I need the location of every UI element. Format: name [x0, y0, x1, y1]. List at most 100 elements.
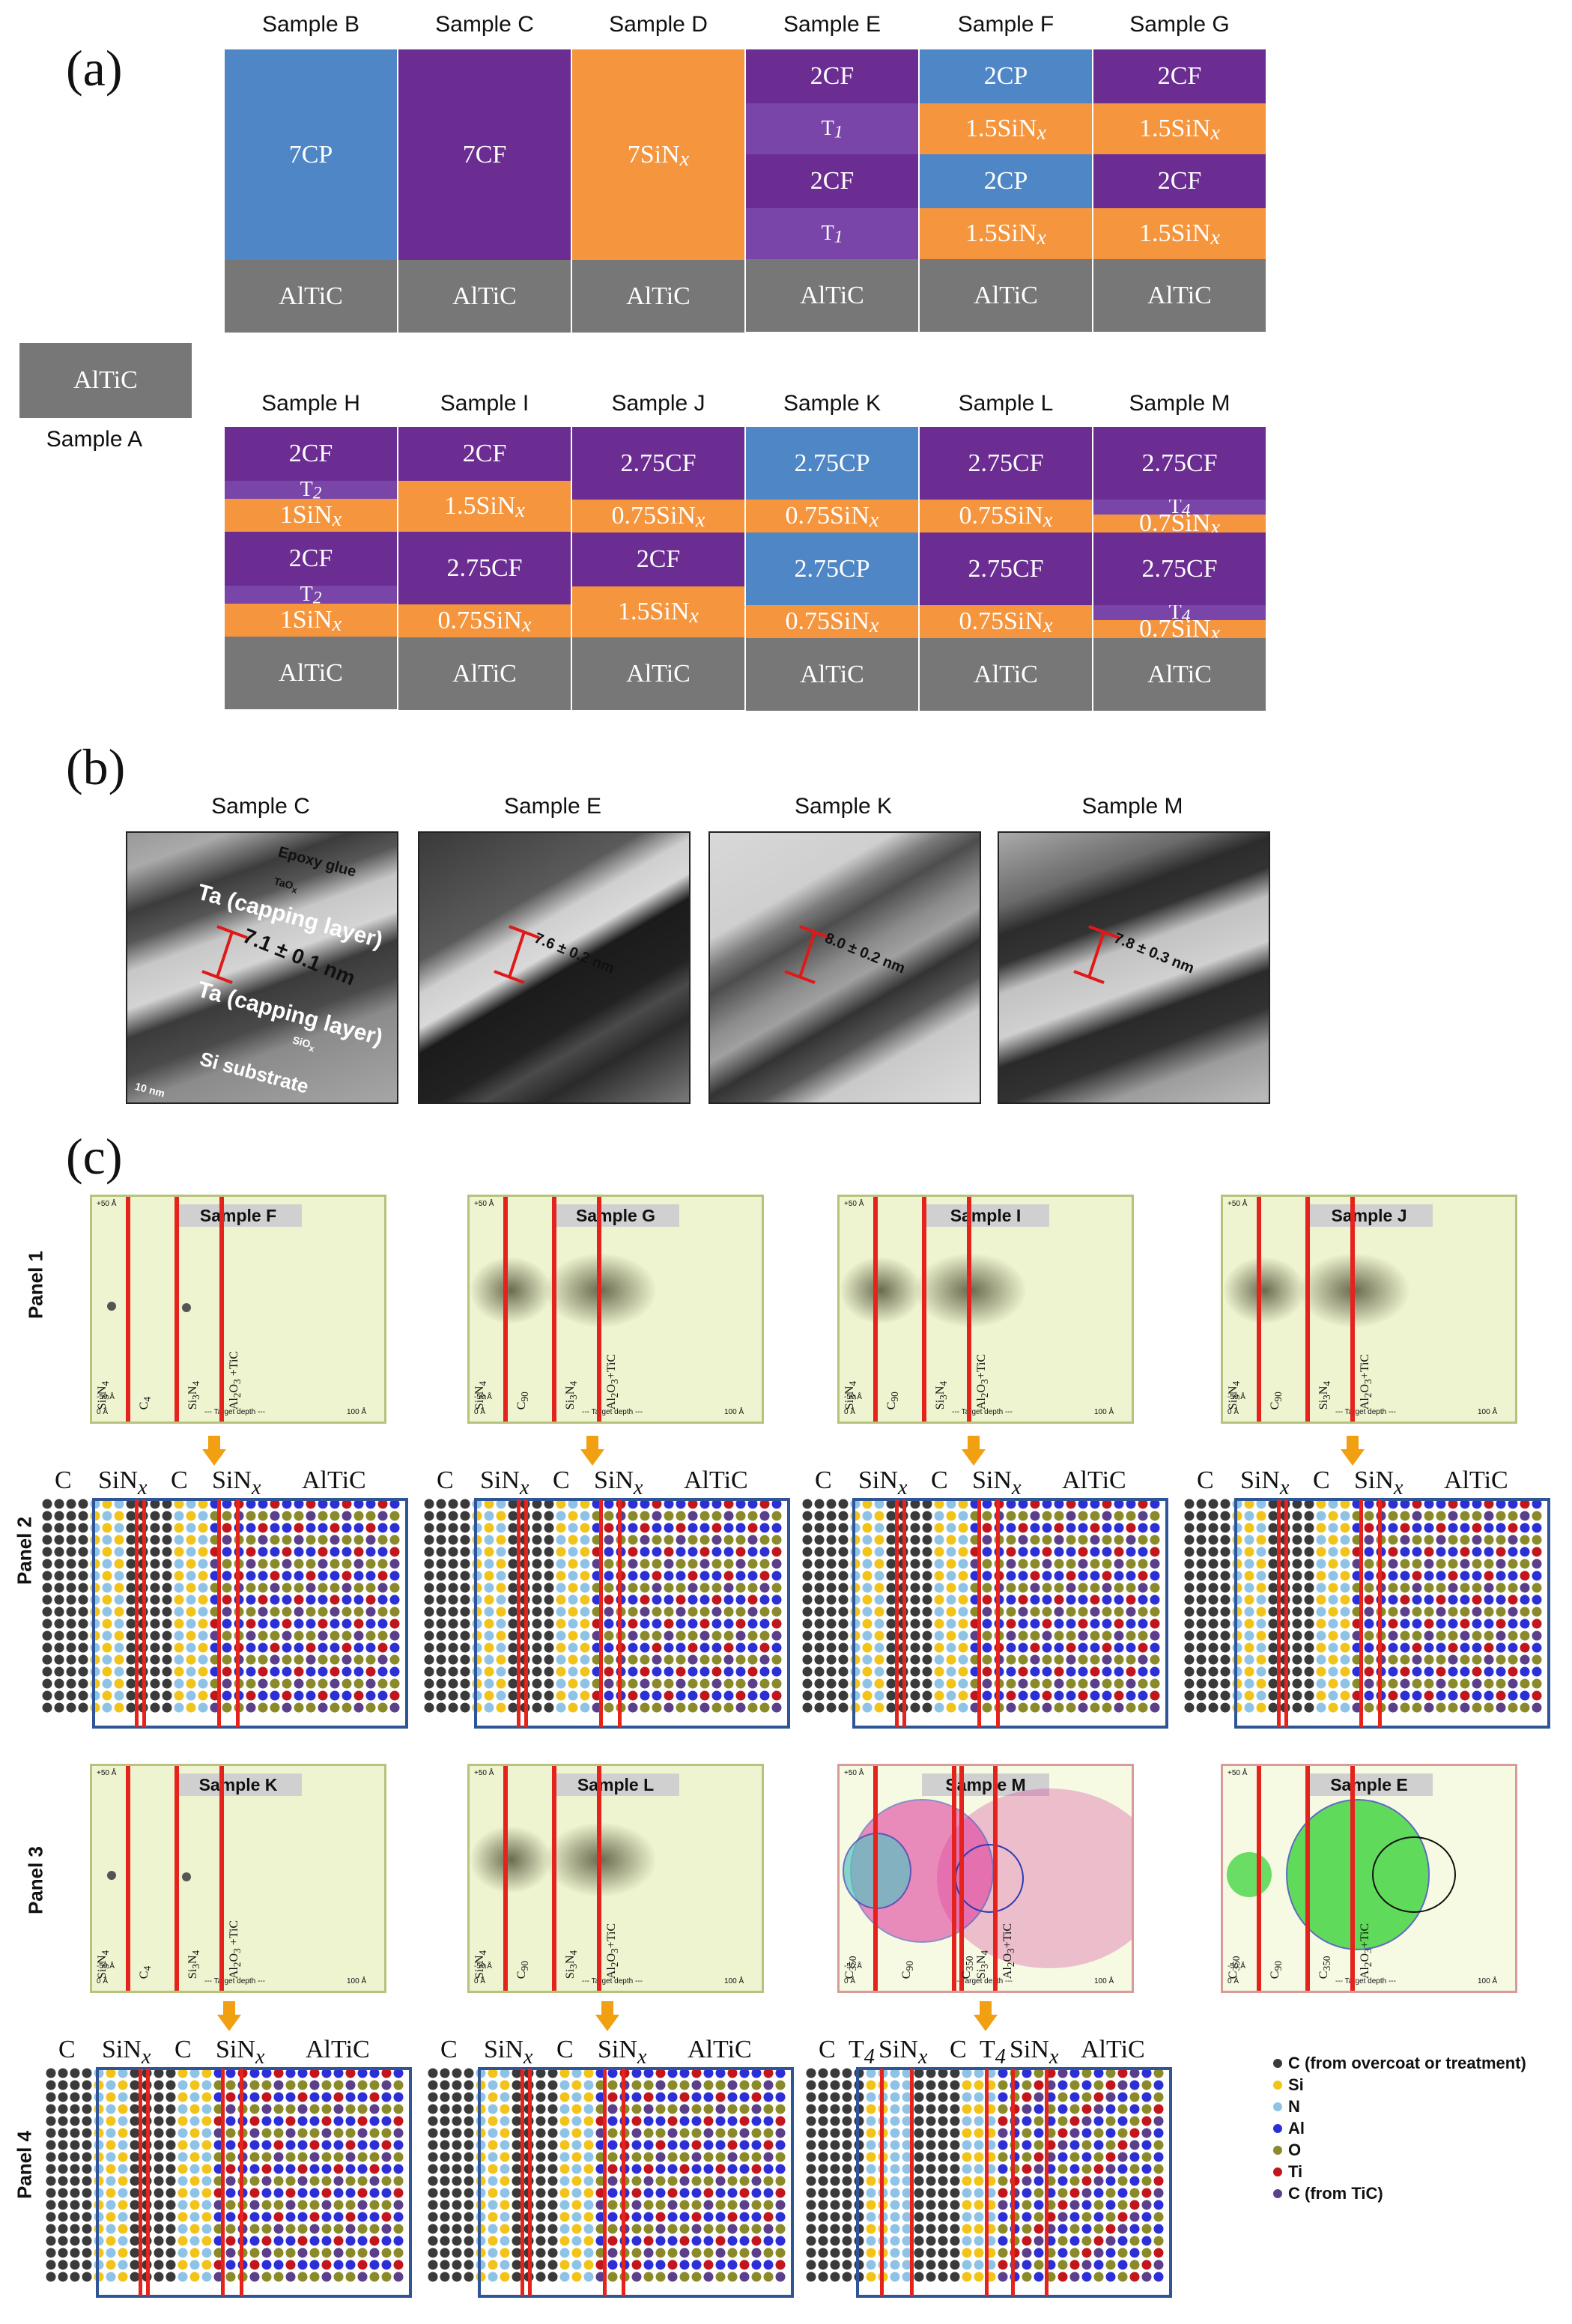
legend-item: C (from overcoat or treatment) — [1273, 2052, 1526, 2074]
layer-label: Si3N4 — [563, 1380, 579, 1410]
layer-cf: 2CF — [572, 533, 744, 586]
layer-cp: 2.75CP — [746, 427, 918, 500]
layer-label: Si3N4 — [186, 1380, 201, 1410]
layer-al: AlTiC — [746, 259, 918, 332]
lattice-label: C — [931, 1466, 948, 1494]
legend-item: Al — [1273, 2117, 1526, 2139]
axis-label: -50 Å — [844, 1393, 862, 1401]
lattice-label: SiNx — [480, 1466, 529, 1499]
layer-label: Al2O3+TiC — [1358, 1923, 1374, 1979]
axis-label: 100 Å — [347, 1408, 367, 1416]
axis-label: 0 Å — [97, 1977, 109, 1985]
lattice-label: C — [819, 2036, 836, 2063]
layer-label: Si3N4 — [1226, 1380, 1242, 1410]
layer-boundary — [1257, 1197, 1261, 1422]
layer-label: Si3N4 — [95, 1380, 111, 1410]
layer-al: AlTiC — [572, 637, 744, 710]
legend-label: Al — [1288, 2119, 1305, 2138]
layer-label: C350 — [843, 1956, 858, 1979]
lattice-label: SiNx — [858, 1466, 908, 1499]
legend-item: C (from TiC) — [1273, 2182, 1526, 2204]
simulation-title: Sample G — [552, 1204, 679, 1227]
lattice-label: SiNx — [1010, 2036, 1059, 2069]
lattice-label: T4 — [980, 2036, 1006, 2069]
axis-label: 0 Å — [844, 1408, 856, 1416]
sample-header: Sample F — [957, 12, 1054, 37]
axis-label: -50 Å — [1227, 1962, 1245, 1970]
axis-label: --- Target depth --- — [1335, 1977, 1396, 1985]
atomic-lattice — [46, 2067, 412, 2298]
axis-label: 100 Å — [1478, 1977, 1498, 1985]
lattice-label: C — [815, 1466, 832, 1494]
tem-image: 7.8 ± 0.3 nm — [998, 831, 1270, 1104]
layer-label: Si3N4 — [933, 1380, 949, 1410]
ion-dot — [107, 1302, 116, 1311]
legend-dot — [1273, 2102, 1282, 2111]
layer-boundary — [503, 1197, 508, 1422]
atomic-lattice — [428, 2067, 794, 2298]
layer-al: AlTiC — [1093, 638, 1266, 711]
layer-label: Al2O3+TiC — [1001, 1923, 1016, 1979]
layer-label: C350 — [959, 1956, 975, 1979]
layer-label: Si3N4 — [843, 1380, 858, 1410]
layer-label: C350 — [1317, 1956, 1332, 1979]
lattice-label: C — [437, 1466, 454, 1494]
sample-header: Sample G — [1129, 12, 1230, 37]
down-arrow — [962, 1436, 986, 1466]
panel-label-c: (c) — [66, 1128, 123, 1185]
axis-label: 100 Å — [724, 1408, 744, 1416]
panel-label-b: (b) — [66, 738, 126, 795]
axis-label: +50 Å — [474, 1769, 494, 1777]
simulation-title: Sample F — [175, 1204, 302, 1227]
layer-boundary — [993, 1766, 998, 1991]
down-arrow — [1341, 1436, 1365, 1466]
legend-dot — [1273, 2123, 1282, 2133]
layer-label: Al2O3+TiC — [974, 1353, 990, 1410]
axis-label: --- Target depth --- — [952, 1977, 1013, 1985]
legend-item: N — [1273, 2096, 1526, 2117]
ion-dot — [182, 1303, 191, 1312]
axis-label: 0 Å — [97, 1408, 109, 1416]
layer-label: Si3N4 — [473, 1950, 488, 1979]
layer-boundary — [1305, 1197, 1310, 1422]
layer-boundary — [126, 1197, 130, 1422]
layer-cp: 2CP — [920, 49, 1092, 103]
axis-label: 100 Å — [1478, 1408, 1498, 1416]
layer-boundary — [552, 1766, 556, 1991]
layer-cf: 7CF — [398, 49, 571, 260]
layer-label: Si3N4 — [974, 1950, 990, 1979]
lattice-label: AlTiC — [684, 1466, 748, 1494]
tem-image: 7.6 ± 0.2 nm — [418, 831, 691, 1104]
layer-label: C90 — [515, 1392, 530, 1410]
layer-cf: 2CF — [225, 427, 397, 481]
axis-label: 100 Å — [724, 1977, 744, 1985]
layer-boundary — [952, 1766, 956, 1991]
thickness-marker — [201, 925, 248, 984]
lattice-label: SiNx — [598, 2036, 647, 2069]
lattice-label: C — [950, 2036, 967, 2063]
layer-cf: 2CF — [746, 154, 918, 208]
axis-label: 0 Å — [844, 1977, 856, 1985]
layer-boundary — [1257, 1766, 1261, 1991]
axis-label: +50 Å — [1227, 1769, 1248, 1777]
ion-dot — [182, 1872, 191, 1881]
lattice-label: SiNx — [1354, 1466, 1403, 1499]
down-arrow — [202, 1436, 226, 1466]
axis-label: --- Target depth --- — [1335, 1408, 1396, 1416]
layer-boundary — [597, 1197, 601, 1422]
